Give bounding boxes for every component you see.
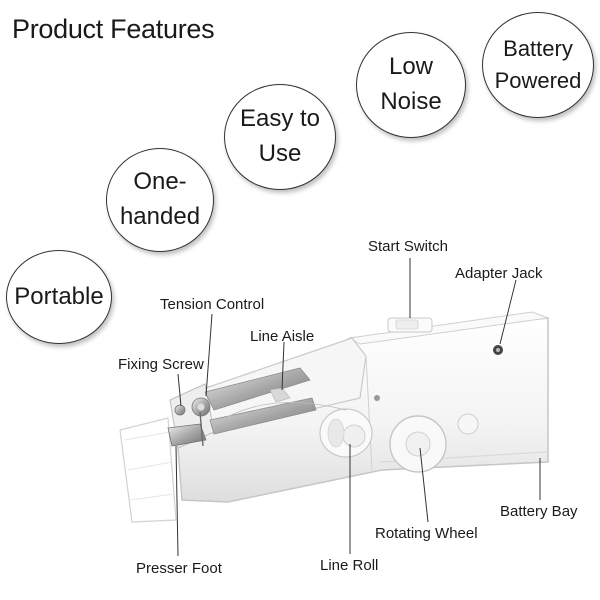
feature-label: handed — [119, 203, 201, 230]
feature-bubble-one-handed: One- handed — [106, 148, 214, 252]
part-label-fixing-screw: Fixing Screw — [118, 356, 204, 373]
leader-fixing-screw — [177, 373, 182, 407]
feature-bubble-low-noise: Low Noise — [356, 32, 466, 138]
sewing-machine-icon — [119, 311, 549, 523]
leader-rotating-wheel — [419, 447, 429, 523]
part-label-line-roll: Line Roll — [320, 557, 379, 574]
leader-tension-control — [205, 313, 213, 397]
part-label-start-switch: Start Switch — [368, 238, 449, 255]
feature-label: Low — [388, 53, 433, 81]
part-label-tension-control: Tension Control — [160, 296, 265, 313]
feature-label: Easy to — [239, 105, 321, 133]
part-label-adapter-jack: Adapter Jack — [455, 265, 543, 282]
part-label-rotating-wheel: Rotating Wheel — [375, 525, 478, 542]
feature-bubble-portable: Portable — [6, 250, 112, 344]
part-label-line-aisle: Line Aisle — [250, 328, 315, 345]
part-label-presser-foot: Presser Foot — [136, 560, 222, 577]
feature-label: Noise — [380, 88, 442, 115]
feature-bubble-easy-to-use: Easy to Use — [224, 84, 336, 190]
leader-adapter-jack — [499, 279, 517, 345]
feature-label: One- — [133, 168, 187, 196]
feature-label: Powered — [494, 68, 582, 93]
feature-bubble-battery-powered: Battery Powered — [482, 12, 594, 118]
feature-label: Battery — [503, 36, 573, 62]
feature-label: Use — [258, 140, 302, 167]
leader-line-aisle — [281, 341, 285, 391]
page-title: Product Features — [12, 14, 215, 44]
leader-lines — [175, 258, 541, 557]
leader-presser-foot — [175, 445, 179, 557]
part-label-battery-bay: Battery Bay — [500, 503, 578, 520]
feature-label: Portable — [14, 282, 104, 310]
